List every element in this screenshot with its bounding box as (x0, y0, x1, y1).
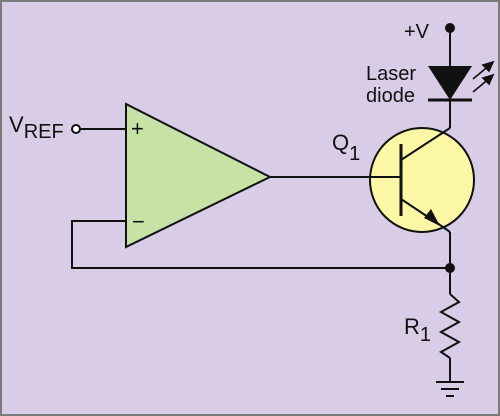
light-emission-arrows-icon (472, 60, 495, 93)
emitter-wire (439, 224, 451, 233)
supply-node (445, 23, 455, 33)
minus-input-sign: − (132, 209, 145, 234)
npn-transistor-icon (369, 127, 475, 233)
transistor-label: Q1 (332, 130, 360, 165)
vref-terminal (71, 124, 81, 134)
supply-label: +V (404, 21, 430, 43)
op-amp-icon (125, 102, 273, 249)
feedback-wire (71, 220, 450, 269)
plus-input-sign: + (131, 116, 144, 141)
laser-diode-label-line1: Laser (366, 63, 416, 85)
vref-label: VREF (9, 112, 64, 143)
resistor-icon (438, 293, 462, 359)
laser-diode-label-line2: diode (366, 85, 415, 107)
ground-icon (436, 381, 464, 397)
resistor-label: R1 (404, 314, 431, 346)
